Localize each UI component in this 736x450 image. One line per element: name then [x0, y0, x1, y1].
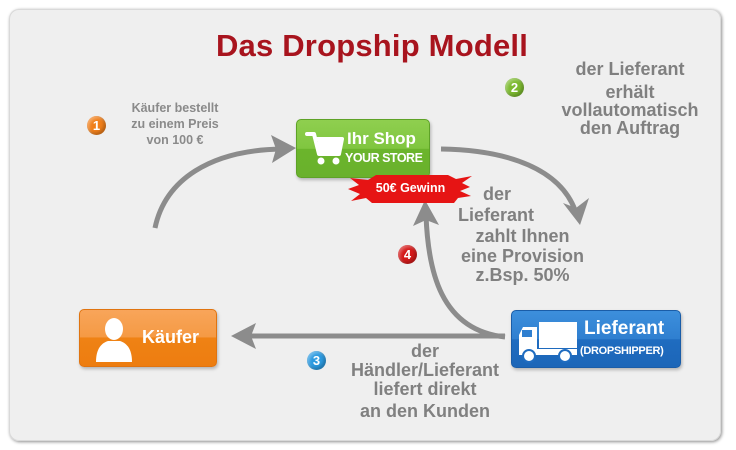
person-icon — [96, 318, 132, 362]
step-4-badge: 4 — [398, 245, 417, 264]
step-1-line: Käufer bestellt — [131, 101, 219, 115]
step-4-line: eine Provision — [460, 246, 585, 266]
step-2-line: vollautomatisch — [561, 100, 699, 120]
step-4-line: der — [483, 184, 512, 204]
diagram-panel — [9, 9, 721, 441]
step-3-text: der Händler/Lieferant liefert direkt an … — [320, 342, 530, 421]
step-4-line: zahlt Ihnen — [475, 226, 570, 246]
buyer-node: Käufer — [79, 309, 217, 367]
step-3-line: der — [410, 341, 439, 361]
step-3-line: Händler/Lieferant — [350, 360, 500, 380]
step-2-badge: 2 — [505, 78, 524, 97]
step-2-line: den Auftrag — [579, 118, 681, 138]
step-1-line: zu einem Preis — [131, 117, 219, 131]
supplier-node: Lieferant (DROPSHIPPER) — [511, 310, 681, 368]
step-2-line: der Lieferant — [575, 59, 685, 79]
step-2-text: der Lieferant erhält vollautomatisch den… — [535, 60, 725, 137]
shopping-cart-icon — [305, 132, 344, 165]
step-1-line: von 100 € — [146, 133, 204, 147]
arrow-head-buyer-to-shop — [271, 135, 296, 163]
step-3-badge: 3 — [307, 351, 326, 370]
step-3-line: liefert direkt — [373, 379, 477, 399]
shop-label: Ihr Shop — [347, 129, 416, 148]
shop-sublabel: YOUR STORE — [345, 151, 423, 165]
arrow-head-supplier-to-buyer — [231, 323, 256, 349]
supplier-label: Lieferant — [584, 318, 665, 339]
arrow-shop-to-supplier — [440, 146, 578, 211]
profit-badge: 50€ Gewinn — [348, 174, 473, 204]
burst-banner-shape — [348, 175, 472, 203]
step-2-line: erhält — [605, 82, 655, 102]
truck-icon — [519, 322, 577, 363]
arrow-supplier-to-profit — [423, 214, 506, 340]
arrow-head-shop-to-supplier — [563, 198, 589, 225]
page-title: Das Dropship Modell — [215, 28, 529, 63]
step-3-line: an den Kunden — [360, 401, 490, 421]
shop-node: Ihr Shop YOUR STORE — [296, 119, 430, 178]
profit-label: 50€ Gewinn — [375, 181, 446, 195]
step-4-line: Lieferant — [458, 205, 535, 225]
step-1-text: Käufer bestellt zu einem Preis von 100 € — [105, 100, 245, 148]
arrow-buyer-to-shop — [152, 146, 283, 229]
supplier-sublabel: (DROPSHIPPER) — [580, 345, 664, 357]
arrow-head-supplier-to-profit — [413, 200, 439, 226]
step-1-badge: 1 — [87, 116, 106, 135]
step-4-line: z.Bsp. 50% — [475, 265, 570, 285]
step-4-text: der Lieferant zahlt Ihnen eine Provision… — [445, 184, 600, 285]
buyer-label: Käufer — [142, 327, 200, 347]
